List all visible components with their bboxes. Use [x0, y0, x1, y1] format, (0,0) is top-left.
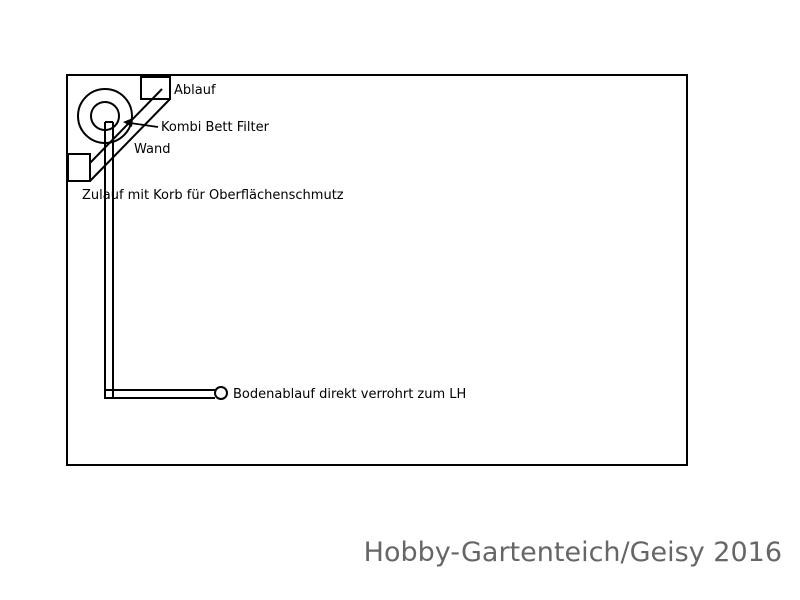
ablauf-box [140, 76, 171, 100]
label-zulauf: Zulauf mit Korb für Oberflächenschmutz [82, 188, 344, 203]
horizontal-pipe [105, 389, 215, 399]
pond-outline [66, 74, 688, 466]
label-bodenablauf: Bodenablauf direkt verrohrt zum LH [233, 387, 466, 402]
wand-line-upper [89, 88, 163, 164]
watermark: Hobby-Gartenteich/Geisy 2016 [364, 537, 782, 568]
bodenablauf-drain [214, 386, 228, 400]
vertical-pipe [104, 121, 114, 398]
wand-lines [89, 88, 171, 182]
label-ablauf: Ablauf [174, 83, 216, 98]
label-wand: Wand [134, 142, 170, 157]
arrow-shaft [129, 122, 159, 128]
filter-arrow [123, 118, 159, 128]
label-kombi-bett-filter: Kombi Bett Filter [161, 120, 270, 135]
wand-line-lower [89, 98, 171, 182]
pipe-corner-joint [104, 389, 114, 399]
arrowhead-icon [123, 118, 133, 127]
zulauf-box [67, 153, 91, 182]
